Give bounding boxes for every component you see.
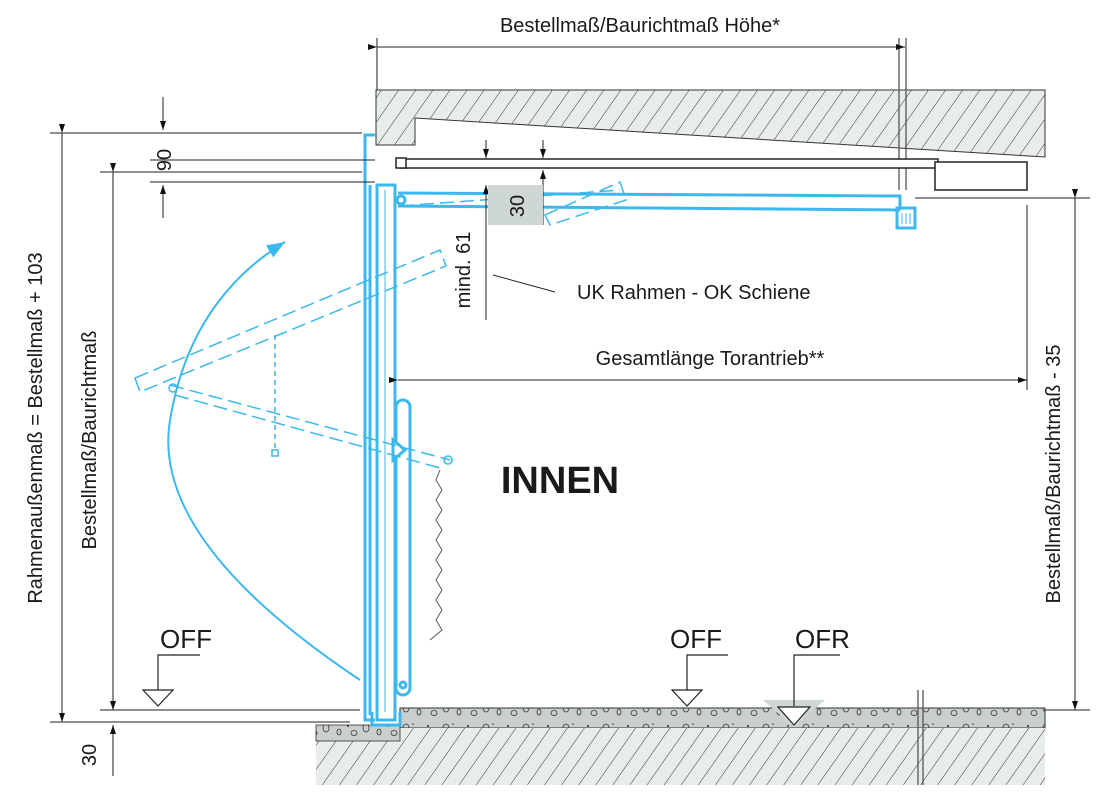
floor-screed: [399, 707, 1046, 729]
min-61-label: mind. 61: [453, 232, 475, 309]
floor-base: [316, 725, 1045, 785]
swing-arc-arrow: [167, 241, 361, 681]
dim-30-box-label: 30: [507, 195, 529, 217]
ceiling-lintel: [375, 89, 1046, 158]
order-size-right-label: Bestellmaß/Baurichtmaß - 35: [1043, 345, 1065, 604]
order-size-left-label: Bestellmaß/Baurichtmaß: [79, 331, 101, 550]
rail-note-label: UK Rahmen - OK Schiene: [577, 282, 810, 304]
top-dimension-label: Bestellmaß/Baurichtmaß Höhe*: [500, 15, 780, 37]
frame-outer-label: Rahmenaußenmaß = Bestellmaß + 103: [25, 252, 47, 603]
off-mid-symbol: [670, 654, 728, 707]
dim-30-bottom-label: 30: [79, 744, 101, 766]
door-swing-positions: [134, 180, 627, 469]
off-left-label: OFF: [160, 624, 212, 654]
section-break-line: [898, 38, 924, 785]
drive-rail: [395, 157, 1028, 191]
dim-30-box: [488, 185, 543, 225]
dim-90-label: 90: [154, 149, 176, 171]
ofr-symbol: [763, 654, 840, 727]
floor-step: [315, 724, 401, 742]
total-length-label: Gesamtlänge Torantrieb**: [596, 348, 825, 370]
spring: [429, 469, 443, 641]
off-left-symbol: [141, 654, 200, 707]
ofr-label: OFR: [795, 624, 850, 654]
off-mid-label: OFF: [670, 624, 722, 654]
door-frame: [363, 133, 917, 727]
inside-label: INNEN: [501, 460, 619, 502]
